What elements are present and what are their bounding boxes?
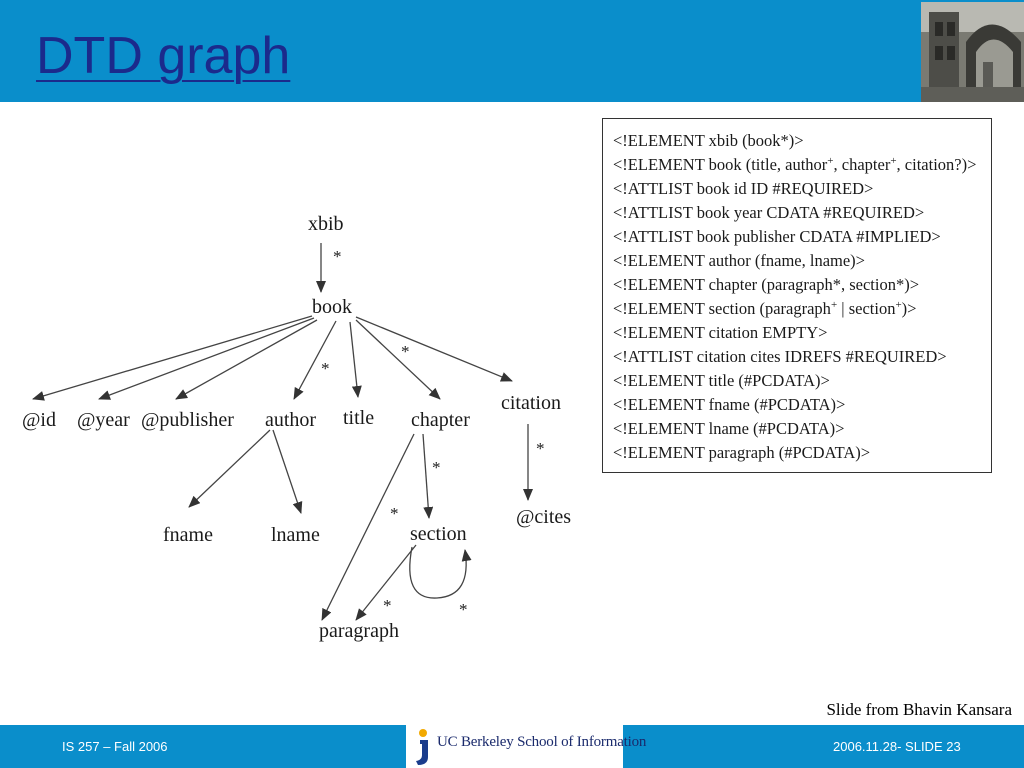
dtd-line: <!ELEMENT chapter (paragraph*, section*)… xyxy=(613,275,920,294)
slide-credit: Slide from Bhavin Kansara xyxy=(826,700,1012,719)
node-year: @year xyxy=(77,409,130,431)
node-id: @id xyxy=(22,409,56,431)
edge-section-paragraph xyxy=(355,544,417,621)
edge-book-publisher xyxy=(175,319,318,400)
header-bar xyxy=(0,0,1024,102)
star-section-self: * xyxy=(459,600,468,619)
node-author: author xyxy=(265,409,316,431)
node-chapter: chapter xyxy=(411,409,470,431)
dtd-line: <!ELEMENT section (paragraph+ | section+… xyxy=(613,299,917,318)
dtd-line: <!ELEMENT citation EMPTY> xyxy=(613,323,828,342)
node-section: section xyxy=(410,523,467,545)
node-publisher: @publisher xyxy=(141,409,234,431)
edge-book-title xyxy=(349,321,362,398)
edge-chapter-section xyxy=(422,433,434,519)
edge-author-lname xyxy=(272,429,303,514)
node-fname: fname xyxy=(163,524,213,546)
edge-book-year xyxy=(98,317,315,400)
dtd-line: <!ELEMENT paragraph (#PCDATA)> xyxy=(613,443,871,462)
edge-book-id xyxy=(32,315,313,401)
node-cites: @cites xyxy=(516,506,571,528)
star-chapter-paragraph: * xyxy=(390,504,399,523)
star-xbib-book: * xyxy=(333,247,342,266)
footer-course: IS 257 – Fall 2006 xyxy=(62,739,168,754)
dtd-line: <!ATTLIST book id ID #REQUIRED> xyxy=(613,179,874,198)
star-book-author: * xyxy=(321,359,330,378)
dtd-line: <!ELEMENT fname (#PCDATA)> xyxy=(613,395,846,414)
footer-logo-area xyxy=(406,725,623,768)
edge-chapter-paragraph xyxy=(321,433,415,621)
node-lname: lname xyxy=(271,524,320,546)
star-section-paragraph: * xyxy=(383,596,392,615)
node-paragraph: paragraph xyxy=(319,620,399,642)
edge-book-citation xyxy=(355,316,513,382)
node-book: book xyxy=(312,296,352,318)
dtd-line: <!ELEMENT xbib (book*)> xyxy=(613,131,804,150)
edge-author-fname xyxy=(188,429,271,508)
footer-left-bar xyxy=(0,725,406,768)
footer-right-bar xyxy=(623,725,1024,768)
footer-slide-info: 2006.11.28- SLIDE 23 xyxy=(833,739,961,754)
dtd-line: <!ELEMENT lname (#PCDATA)> xyxy=(613,419,845,438)
dtd-definition-box: <!ELEMENT xbib (book*)> <!ELEMENT book (… xyxy=(602,118,992,473)
school-logo-icon xyxy=(416,729,428,765)
edge-book-author xyxy=(293,320,337,400)
edge-book-chapter xyxy=(355,319,441,400)
building-photo xyxy=(921,2,1024,102)
node-title: title xyxy=(343,407,374,429)
dtd-line: <!ELEMENT author (fname, lname)> xyxy=(613,251,865,270)
star-book-chapter: * xyxy=(401,342,410,361)
dtd-line: <!ELEMENT book (title, author+, chapter+… xyxy=(613,155,977,174)
slide-title: DTD graph xyxy=(36,27,291,85)
dtd-graph-diagram: xbib book @id @year @publisher author ti… xyxy=(22,213,571,642)
dtd-line: <!ATTLIST book year CDATA #REQUIRED> xyxy=(613,203,925,222)
dtd-line: <!ATTLIST citation cites IDREFS #REQUIRE… xyxy=(613,347,947,366)
school-name: UC Berkeley School of Information xyxy=(437,734,647,750)
node-citation: citation xyxy=(501,392,561,414)
dtd-line: <!ATTLIST book publisher CDATA #IMPLIED> xyxy=(613,227,941,246)
node-xbib: xbib xyxy=(308,213,344,235)
dtd-line: <!ELEMENT title (#PCDATA)> xyxy=(613,371,830,390)
edge-section-self xyxy=(409,546,472,599)
star-citation-cites: * xyxy=(536,439,545,458)
star-chapter-section: * xyxy=(432,458,441,477)
